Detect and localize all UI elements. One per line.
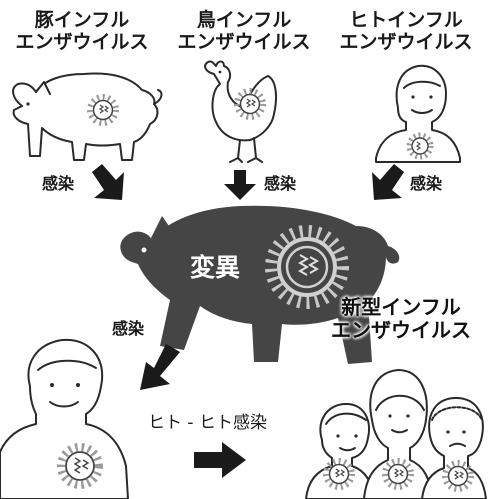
- human-virus-label-line2: エンザウイルス: [339, 30, 473, 53]
- virus-icon: [442, 460, 474, 492]
- mutated-virus-icon: [265, 225, 349, 309]
- virus-icon: [57, 443, 103, 489]
- bird-virus-label-line2: エンザウイルス: [177, 30, 311, 53]
- virus-icon: [87, 94, 119, 126]
- pig-virus-label-line1: 豚インフル: [34, 9, 130, 31]
- arrow-icon: [140, 344, 180, 390]
- virus-icon: [382, 458, 414, 490]
- virus-icon: [406, 132, 434, 160]
- infection-label-bird: 感染: [264, 174, 297, 193]
- pig-eye: [141, 247, 147, 253]
- pig-virus-label-line2: エンザウイルス: [15, 30, 149, 53]
- group-of-people-illustration: [305, 369, 487, 499]
- source-pig-illustration: [12, 72, 163, 161]
- infection-label-human-spread: 感染: [112, 319, 145, 338]
- arrow-icon: [92, 164, 124, 200]
- arrow-icon: [194, 442, 246, 478]
- arrow-icon: [372, 164, 404, 200]
- arrow-icon: [224, 170, 256, 200]
- virus-icon: [323, 458, 355, 490]
- source-human-illustration: [375, 64, 461, 163]
- new-virus-label-line1: 新型インフル: [341, 295, 461, 319]
- new-virus-label-line2: エンザウイルス: [331, 318, 471, 342]
- bird-virus-label-line1: 鳥インフル: [196, 9, 292, 31]
- new-virus-label: 新型インフル エンザウイルス: [316, 296, 486, 342]
- human-virus-label-line1: ヒトインフル: [349, 9, 463, 31]
- infected-human-illustration: [0, 338, 129, 499]
- human-to-human-label: ヒト - ヒト感染: [148, 413, 267, 433]
- source-chicken-illustration: [204, 60, 277, 163]
- pig-virus-label: 豚インフル エンザウイルス: [2, 9, 162, 54]
- virus-icon: [234, 88, 266, 120]
- bird-virus-label: 鳥インフル エンザウイルス: [164, 9, 324, 54]
- mutation-label: 変異: [190, 253, 241, 282]
- infection-label-pig: 感染: [42, 174, 75, 193]
- human-virus-label: ヒトインフル エンザウイルス: [326, 9, 486, 54]
- infection-label-human: 感染: [410, 174, 443, 193]
